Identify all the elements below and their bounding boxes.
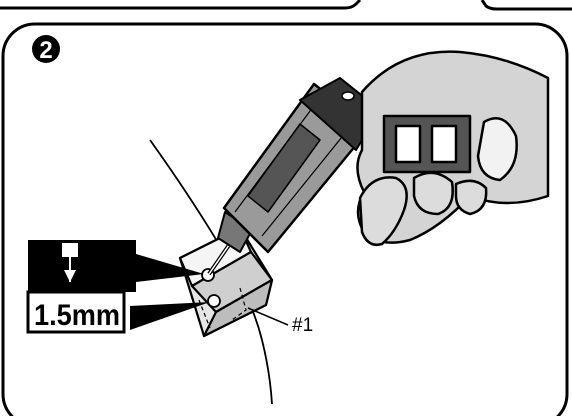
drill-size-label: 1.5mm — [34, 299, 120, 332]
neighbor-panel-right — [482, 0, 572, 9]
neighbor-panel-left — [0, 0, 360, 8]
part-label: #1 — [292, 315, 313, 336]
step-number: 2 — [39, 37, 52, 64]
drill-bit-arrow-icon — [62, 243, 78, 257]
